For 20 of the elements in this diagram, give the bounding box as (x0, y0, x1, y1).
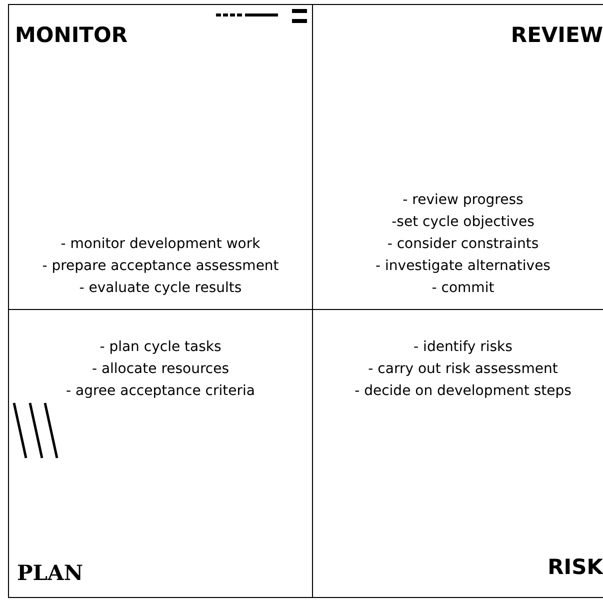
task-text: - plan cycle tasks (98, 338, 222, 357)
quadrant-heading: REVIEW (510, 23, 603, 47)
task-text: - evaluate cycle results (78, 279, 243, 298)
task-text: - decide on development steps (354, 382, 572, 401)
monitor-quadrant (8, 4, 313, 310)
task-text: - consider constraints (386, 235, 540, 254)
task-text: - prepare acceptance assessment (41, 257, 280, 276)
task-text: - commit (430, 279, 496, 298)
task-text: - carry out risk assessment (367, 360, 559, 379)
task-text: - allocate resources (90, 360, 230, 379)
plan-quadrant (8, 310, 313, 598)
task-text: - monitor development work (60, 235, 262, 254)
task-text: - identify risks (412, 338, 514, 357)
task-text: -set cycle objectives (390, 213, 536, 232)
task-text: - review progress (402, 191, 524, 210)
quadrant-heading: PLAN (17, 560, 84, 585)
task-text: - agree acceptance criteria (65, 382, 256, 401)
quadrant-heading: MONITOR (15, 23, 128, 47)
task-text: - investigate alternatives (374, 257, 552, 276)
review-quadrant (313, 4, 603, 310)
